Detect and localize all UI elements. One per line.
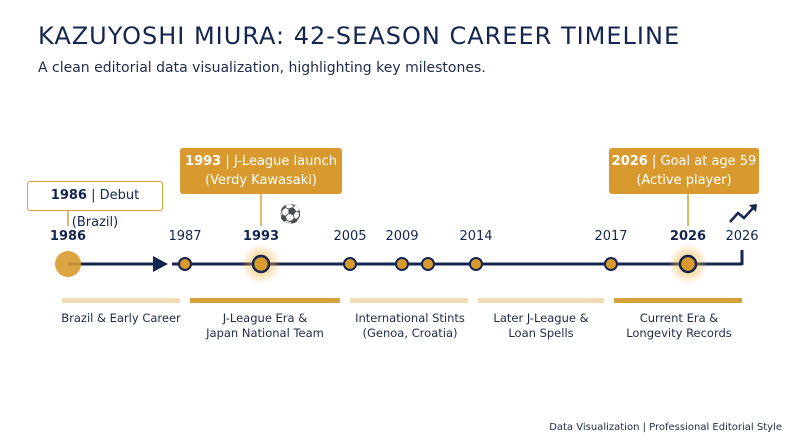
- page-subtitle: A clean editorial data visualization, hi…: [38, 60, 486, 76]
- era-label-3: International Stints (Genoa, Croatia): [345, 311, 475, 341]
- year-label-1986: 1986: [49, 229, 87, 244]
- callout-goal-line1: | Goal at age 59: [647, 154, 757, 169]
- era-label-1: Brazil & Early Career: [56, 311, 186, 326]
- era-label-3-line1: International Stints: [355, 311, 465, 325]
- node-2009: [395, 257, 409, 271]
- era-label-4: Later J-League & Loan Spells: [476, 311, 606, 341]
- callout-jleague-year: 1993: [185, 154, 222, 169]
- era-label-1-line1: Brazil & Early Career: [61, 311, 181, 325]
- era-label-4-line1: Later J-League &: [493, 311, 589, 325]
- era-bar-4: [478, 298, 604, 303]
- timeline-arrow-head: [153, 256, 168, 272]
- node-2014: [469, 257, 483, 271]
- callout-goal-line2: (Active player): [636, 173, 732, 188]
- era-label-2: J-League Era & Japan National Team: [190, 311, 340, 341]
- year-label-2017: 2017: [594, 229, 628, 244]
- era-label-2-line1: J-League Era &: [222, 311, 308, 325]
- callout-debut-year: 1986: [50, 188, 87, 203]
- node-1987: [178, 257, 192, 271]
- callout-goal: 2026 | Goal at age 59 (Active player): [609, 148, 759, 194]
- node-2026: [678, 254, 698, 274]
- year-label-1993: 1993: [242, 229, 280, 244]
- era-label-5-line1: Current Era &: [639, 311, 719, 325]
- era-bar-2: [190, 298, 340, 303]
- era-label-5-line2: Longevity Records: [626, 326, 732, 340]
- era-label-2-line2: Japan National Team: [206, 326, 324, 340]
- node-2017: [604, 257, 618, 271]
- callout-debut: 1986 | Debut (Brazil): [27, 181, 163, 230]
- callout-jleague-line1: | J-League launch: [221, 154, 337, 169]
- year-label-2026: 2026: [669, 229, 707, 244]
- era-label-4-line2: Loan Spells: [508, 326, 574, 340]
- node-2005: [343, 257, 357, 271]
- node-1993: [251, 254, 271, 274]
- year-label-2005: 2005: [333, 229, 367, 244]
- era-bar-5: [614, 298, 742, 303]
- soccer-ball-icon: ⚽: [279, 204, 302, 224]
- era-bar-1: [62, 298, 180, 303]
- callout-debut-text: | Debut (Brazil): [71, 188, 140, 230]
- callout-goal-year: 2026: [611, 154, 648, 169]
- trend-up-icon: [729, 204, 757, 223]
- era-label-5: Current Era & Longevity Records: [612, 311, 746, 341]
- year-label-2014: 2014: [459, 229, 493, 244]
- era-bar-3: [350, 298, 468, 303]
- footer-note: Data Visualization | Professional Editor…: [549, 422, 782, 433]
- year-label-2009: 2009: [385, 229, 419, 244]
- node-1986: [55, 251, 81, 277]
- year-label-1987: 1987: [168, 229, 202, 244]
- year-label-2026-end: 2026: [725, 229, 759, 244]
- callout-jleague-line2: (Verdy Kawasaki): [205, 173, 317, 188]
- callout-jleague: 1993 | J-League launch (Verdy Kawasaki): [180, 148, 342, 194]
- page-title: KAZUYOSHI MIURA: 42-SEASON CAREER TIMELI…: [38, 22, 681, 50]
- node-2009b: [421, 257, 435, 271]
- era-label-3-line2: (Genoa, Croatia): [362, 326, 458, 340]
